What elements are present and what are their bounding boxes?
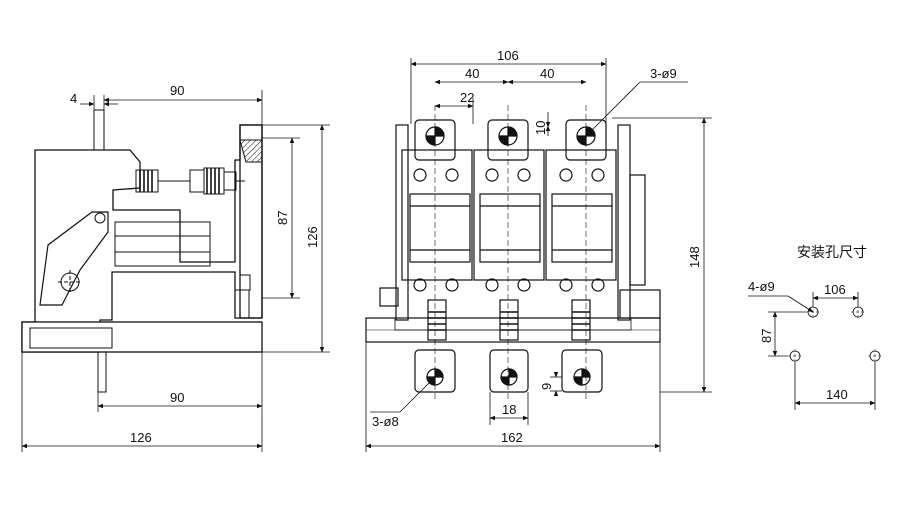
mounting-hole-text: 安装孔尺寸 4-ø9 106 87 140 xyxy=(748,244,867,402)
mounting-title: 安装孔尺寸 xyxy=(797,244,867,260)
top-terminal-holes xyxy=(425,126,596,146)
front-dim-162: 162 xyxy=(501,430,523,445)
mounting-note-4-phi9: 4-ø9 xyxy=(748,279,775,294)
side-view-dimensions xyxy=(21,90,330,452)
side-dim-90-bottom: 90 xyxy=(170,390,184,405)
mounting-dim-140: 140 xyxy=(826,387,848,402)
side-dim-87: 87 xyxy=(275,211,290,225)
side-view xyxy=(21,109,263,393)
front-dim-22: 22 xyxy=(460,90,474,105)
pole-2 xyxy=(473,119,545,393)
front-dim-10: 10 xyxy=(533,121,548,135)
mounting-dim-106: 106 xyxy=(824,282,846,297)
side-dim-90-top: 90 xyxy=(170,83,184,98)
front-dim-18: 18 xyxy=(502,402,516,417)
front-view-dimensions xyxy=(365,58,712,452)
side-dim-126-total: 126 xyxy=(130,430,152,445)
side-dim-4: 4 xyxy=(70,91,77,106)
front-dim-9: 9 xyxy=(539,383,554,390)
mounting-dim-87: 87 xyxy=(759,329,774,343)
front-note-3-phi8: 3-ø8 xyxy=(372,414,399,429)
side-dim-126-vertical: 126 xyxy=(305,226,320,248)
front-dim-40-right: 40 xyxy=(540,66,554,81)
bottom-terminal-holes xyxy=(426,368,591,386)
front-view xyxy=(365,105,661,400)
front-note-3-phi9: 3-ø9 xyxy=(650,66,677,81)
front-view-dimension-text: 106 40 40 22 10 3-ø9 148 3-ø8 9 18 162 xyxy=(372,48,702,445)
pole-1 xyxy=(401,119,473,393)
side-view-dimension-text: 4 90 87 126 90 126 xyxy=(70,83,320,445)
pole-3 xyxy=(545,119,617,393)
front-dim-40-left: 40 xyxy=(465,66,479,81)
front-dim-148: 148 xyxy=(687,246,702,268)
front-dim-106: 106 xyxy=(497,48,519,63)
mounting-hole-layout xyxy=(748,292,882,410)
